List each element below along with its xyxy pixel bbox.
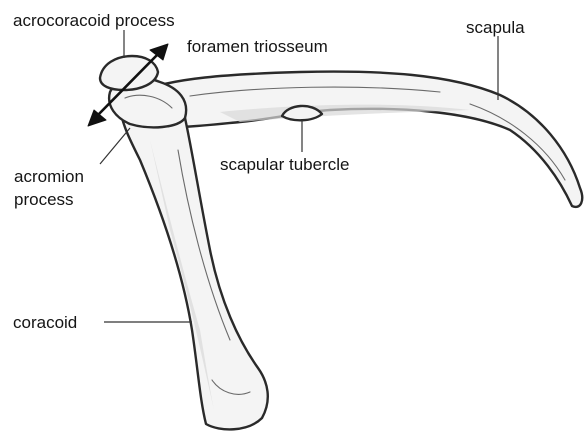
- scapular-tubercle-bump: [282, 106, 322, 120]
- label-scapular-tubercle: scapular tubercle: [220, 155, 349, 174]
- label-coracoid: coracoid: [13, 313, 77, 332]
- label-acrocoracoid-process: acrocoracoid process: [13, 11, 175, 30]
- label-scapula: scapula: [466, 18, 525, 37]
- label-foramen-triosseum: foramen triosseum: [187, 37, 328, 56]
- scapula-bone: [140, 72, 582, 207]
- coracoid-bone: [120, 104, 268, 429]
- label-acromion-process-line1: acromion: [14, 167, 84, 186]
- acromion-leader: [100, 128, 130, 164]
- label-acromion-process-line2: process: [14, 190, 74, 209]
